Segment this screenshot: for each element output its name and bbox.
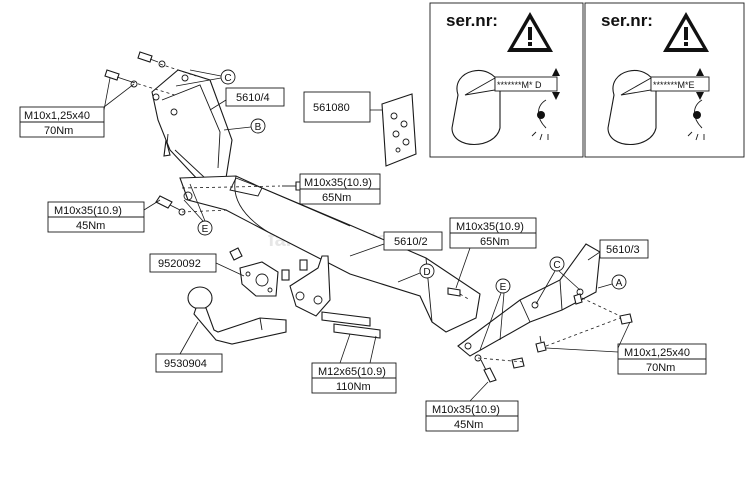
callout-d: D bbox=[397, 263, 435, 283]
eye-icon bbox=[687, 99, 705, 141]
part-number: 9520092 bbox=[158, 258, 201, 270]
callout-letter: E bbox=[500, 282, 507, 293]
callout-b: B bbox=[223, 118, 266, 134]
bolt-spec: M10x35(10.9) bbox=[304, 177, 372, 189]
part-label: 5610/3 bbox=[587, 239, 649, 261]
hardware-kit-box: 561080 bbox=[303, 91, 417, 167]
main-crossbeam bbox=[179, 175, 481, 333]
left-side-bracket bbox=[151, 69, 233, 183]
part-number: 5610/2 bbox=[394, 236, 428, 248]
center-mount-plate bbox=[281, 255, 381, 339]
part-label: 9530904 bbox=[155, 321, 223, 373]
torque-value: 70Nm bbox=[646, 362, 675, 374]
callout-c-top: C bbox=[175, 69, 236, 87]
callout-a: A bbox=[597, 274, 627, 290]
torque-value: 65Nm bbox=[480, 236, 509, 248]
bolt-spec: M10x35(10.9) bbox=[432, 404, 500, 416]
part-number: 5610/3 bbox=[606, 244, 640, 256]
callout-letter: A bbox=[616, 278, 623, 289]
torque-label: M10x35(10.9) 45Nm bbox=[47, 199, 161, 233]
torque-label: M12x65(10.9) 110Nm bbox=[311, 333, 397, 394]
callout-letter: E bbox=[202, 224, 209, 235]
part-label: 9520092 bbox=[149, 253, 245, 277]
serial-label: ser.nr: bbox=[601, 11, 653, 30]
callout-letter: C bbox=[553, 260, 560, 271]
callout-letter: B bbox=[255, 122, 262, 133]
part-number: 9530904 bbox=[164, 358, 207, 370]
torque-label: M10x1,25x40 70Nm bbox=[545, 321, 707, 375]
torque-value: 45Nm bbox=[454, 419, 483, 431]
alignment-lines bbox=[131, 63, 621, 363]
part-number: 5610/4 bbox=[236, 92, 270, 104]
serial-label: ser.nr: bbox=[446, 11, 498, 30]
callout-e-right: E bbox=[479, 278, 511, 351]
warning-icon bbox=[507, 12, 553, 52]
torque-label: M10x1,25x40 70Nm bbox=[19, 77, 135, 138]
eye-icon bbox=[531, 99, 549, 141]
bolt-spec: M10x35(10.9) bbox=[456, 221, 524, 233]
socket-bracket bbox=[229, 247, 279, 297]
torque-value: 110Nm bbox=[336, 381, 371, 393]
bolt-group-lower bbox=[155, 181, 633, 383]
bolt-spec: M10x1,25x40 bbox=[624, 347, 690, 359]
warning-icon bbox=[663, 12, 709, 52]
bolt-spec: M10x35(10.9) bbox=[54, 205, 122, 217]
part-label: 5610/4 bbox=[209, 87, 285, 111]
serial-code: *******M* D bbox=[497, 80, 542, 90]
callout-c-right: C bbox=[535, 256, 581, 305]
bolt-group-top-left bbox=[104, 51, 171, 157]
callout-letter: C bbox=[224, 73, 231, 84]
callout-e-left: E bbox=[183, 183, 213, 236]
bolt-spec: M12x65(10.9) bbox=[318, 366, 386, 378]
serial-code: *******M*E bbox=[653, 80, 695, 90]
torque-value: 45Nm bbox=[76, 220, 105, 232]
torque-value: 70Nm bbox=[44, 125, 73, 137]
part-label: 5610/2 bbox=[349, 231, 443, 257]
tow-ball bbox=[187, 286, 287, 345]
callout-letter: D bbox=[423, 267, 430, 278]
torque-label: M10x35(10.9) 65Nm bbox=[449, 217, 537, 289]
bolt-spec: M10x1,25x40 bbox=[24, 110, 90, 122]
serial-panel-e: ser.nr: *******M*E bbox=[584, 2, 745, 158]
serial-panel-d: ser.nr: *******M* D bbox=[429, 2, 584, 158]
torque-label: M10x35(10.9) 65Nm bbox=[299, 173, 381, 205]
torque-value: 65Nm bbox=[322, 192, 351, 204]
torque-label: M10x35(10.9) 45Nm bbox=[425, 381, 519, 432]
part-number: 561080 bbox=[313, 102, 350, 114]
